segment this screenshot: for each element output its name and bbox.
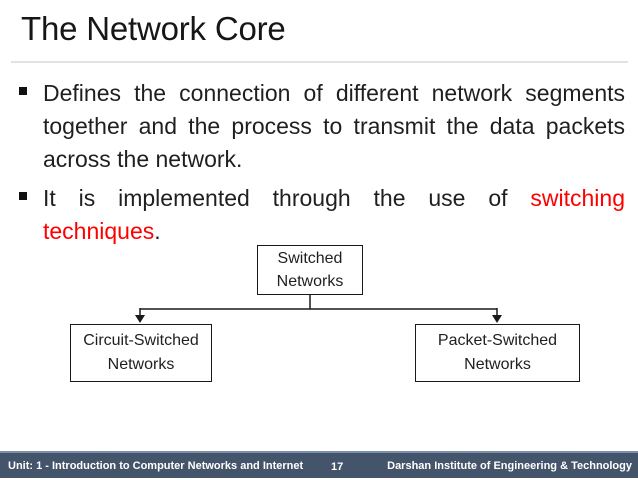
diagram-box-switched-networks: Switched Networks bbox=[257, 245, 363, 295]
footer-bar: Unit: 1 - Introduction to Computer Netwo… bbox=[0, 451, 638, 478]
highlighted-term: techniques bbox=[43, 218, 155, 244]
footer-institute-label: Darshan Institute of Engineering & Techn… bbox=[387, 459, 632, 472]
box-label-line: Circuit-Switched bbox=[83, 332, 199, 349]
diagram-box-circuit-switched-networks: Circuit-Switched Networks bbox=[70, 324, 212, 382]
bullet-text-segment: . bbox=[154, 218, 161, 244]
box-label-line: Networks bbox=[464, 356, 531, 373]
bullet-text-line: together and the process to transmit the… bbox=[43, 113, 625, 139]
box-label-line: Switched bbox=[277, 250, 343, 267]
bullet-item-1: Defines the connection of different netw… bbox=[18, 77, 625, 176]
arrow-down-icon bbox=[135, 315, 145, 323]
bullet-text-segment: It is implemented through the use of bbox=[43, 185, 508, 211]
footer-unit-label: Unit: 1 - Introduction to Computer Netwo… bbox=[8, 459, 304, 472]
bullet-text-line: across the network. bbox=[43, 146, 243, 172]
box-label-line: Networks bbox=[107, 356, 175, 373]
square-bullet-icon bbox=[19, 192, 27, 200]
square-bullet-icon bbox=[19, 87, 27, 95]
slide-title: The Network Core bbox=[21, 10, 286, 47]
box-label-line: Packet-Switched bbox=[437, 332, 558, 349]
bullet-text-line: techniques. bbox=[43, 215, 625, 248]
arrow-down-icon bbox=[492, 315, 502, 323]
bullet-text-line: Defines the connection of different netw… bbox=[43, 80, 625, 106]
box-label-line: Networks bbox=[276, 273, 344, 290]
bullet-text-line: It is implemented through the use of swi… bbox=[43, 182, 625, 215]
footer-page-number: 17 bbox=[331, 460, 344, 473]
bullet-item-2: It is implemented through the use of swi… bbox=[18, 182, 625, 248]
highlighted-term: switching bbox=[530, 185, 626, 211]
diagram-box-packet-switched-networks: Packet-Switched Networks bbox=[415, 324, 580, 382]
title-divider bbox=[11, 61, 628, 63]
